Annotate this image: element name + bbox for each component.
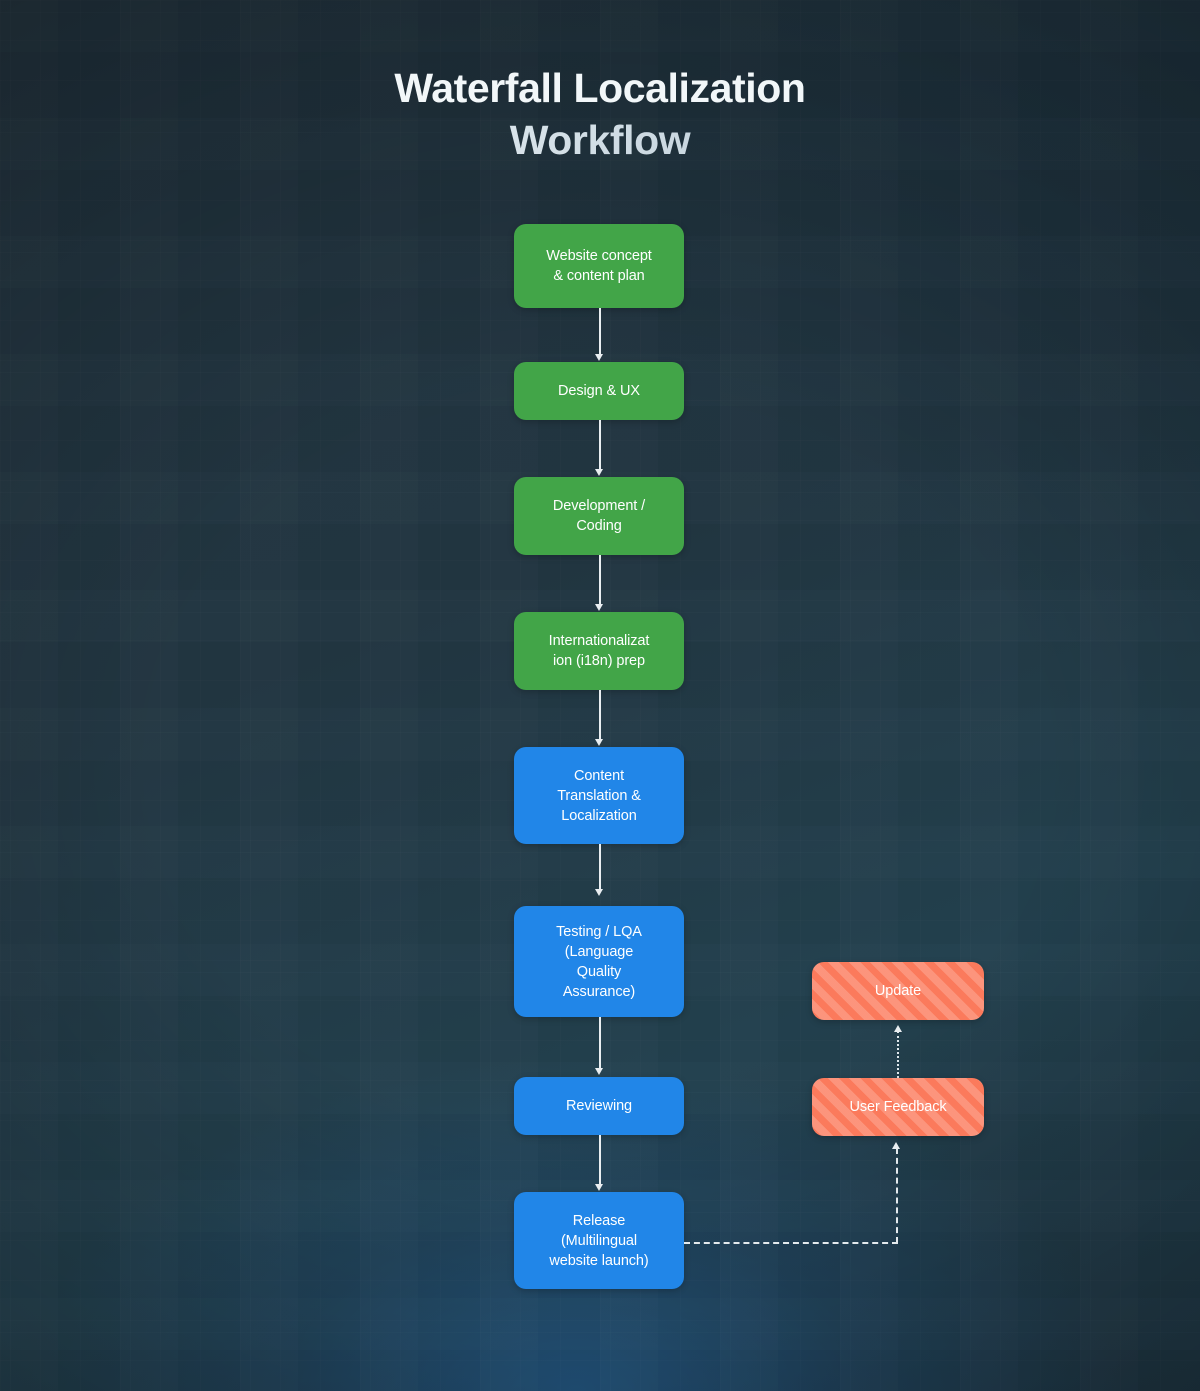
connector-release-to-user-feedback bbox=[684, 1136, 904, 1252]
node-label-line: Localization bbox=[561, 807, 637, 824]
connector-arrowhead-up bbox=[892, 1142, 900, 1149]
connector-dashed-vertical bbox=[896, 1148, 898, 1243]
connector-user-feedback-to-update bbox=[893, 1020, 902, 1078]
connector-content-translation-to-testing bbox=[595, 844, 604, 906]
node-label-line: Internationalizat bbox=[548, 633, 650, 649]
connector-line bbox=[599, 308, 601, 355]
connector-dotted-line bbox=[897, 1031, 899, 1078]
node-label-line: Website concept bbox=[546, 248, 652, 264]
node-label-line: (Multilingual bbox=[560, 1232, 638, 1249]
connector-testing-to-reviewing bbox=[595, 1017, 604, 1077]
node-label-line: Testing / LQA bbox=[556, 923, 642, 940]
flow-node-update[interactable]: Update bbox=[812, 962, 984, 1020]
connector-reviewing-to-release bbox=[595, 1135, 604, 1192]
connector-arrowhead-down bbox=[595, 889, 604, 896]
node-label-line: Reviewing bbox=[566, 1098, 632, 1114]
connector-line bbox=[599, 1017, 601, 1069]
connector-arrowhead-down bbox=[595, 1068, 604, 1075]
connector-design-ux-to-development bbox=[595, 420, 604, 477]
connector-line bbox=[599, 844, 601, 890]
node-label-line: Development / bbox=[552, 498, 646, 514]
node-label-line: User Feedback bbox=[849, 1099, 947, 1115]
flow-node-design-ux[interactable]: Design & UX bbox=[514, 362, 684, 420]
node-label-line: Quality bbox=[576, 963, 622, 980]
connector-arrowhead-down bbox=[595, 1184, 604, 1191]
node-label-line: & content plan bbox=[553, 268, 645, 284]
connector-line bbox=[599, 1135, 601, 1185]
connector-line bbox=[599, 420, 601, 470]
flow-node-release[interactable]: Release (Multilingual website launch) bbox=[514, 1192, 684, 1289]
flow-node-testing-lqa[interactable]: Testing / LQA (Language Quality Assuranc… bbox=[514, 906, 684, 1017]
flow-node-development-coding[interactable]: Development / Coding bbox=[514, 477, 684, 555]
connector-dashed-horizontal bbox=[684, 1242, 898, 1244]
connector-line bbox=[599, 555, 601, 605]
connector-arrowhead-down bbox=[595, 469, 604, 476]
node-label-line: (Language bbox=[564, 943, 634, 960]
connector-i18n-to-content-translation bbox=[595, 690, 604, 747]
flow-node-content-translation[interactable]: Content Translation & Localization bbox=[514, 747, 684, 844]
connector-arrowhead-up bbox=[893, 1025, 902, 1032]
node-label-line: Coding bbox=[576, 518, 622, 534]
node-label-line: Translation & bbox=[557, 787, 641, 804]
page-title-line-1: Waterfall Localization bbox=[394, 65, 806, 111]
node-label-line: Assurance) bbox=[562, 983, 636, 1000]
node-label-line: Content bbox=[573, 767, 625, 784]
connector-line bbox=[599, 690, 601, 740]
node-label-line: ion (i18n) prep bbox=[552, 653, 645, 669]
node-label-line: Update bbox=[874, 983, 922, 999]
page-title: Waterfall Localization Workflow bbox=[0, 62, 1200, 167]
connector-development-to-i18n bbox=[595, 555, 604, 612]
flow-node-i18n-prep[interactable]: Internationalizat ion (i18n) prep bbox=[514, 612, 684, 690]
node-label-line: website launch) bbox=[549, 1252, 649, 1269]
node-label-line: Release bbox=[572, 1212, 626, 1229]
connector-arrowhead-down bbox=[595, 354, 604, 361]
node-label-line: Design & UX bbox=[558, 383, 640, 399]
connector-website-concept-to-design-ux bbox=[595, 308, 604, 362]
connector-arrowhead-down bbox=[595, 739, 604, 746]
flow-node-website-concept[interactable]: Website concept & content plan bbox=[514, 224, 684, 308]
flow-node-reviewing[interactable]: Reviewing bbox=[514, 1077, 684, 1135]
flow-node-user-feedback[interactable]: User Feedback bbox=[812, 1078, 984, 1136]
connector-arrowhead-down bbox=[595, 604, 604, 611]
page-title-line-2: Workflow bbox=[0, 114, 1200, 166]
